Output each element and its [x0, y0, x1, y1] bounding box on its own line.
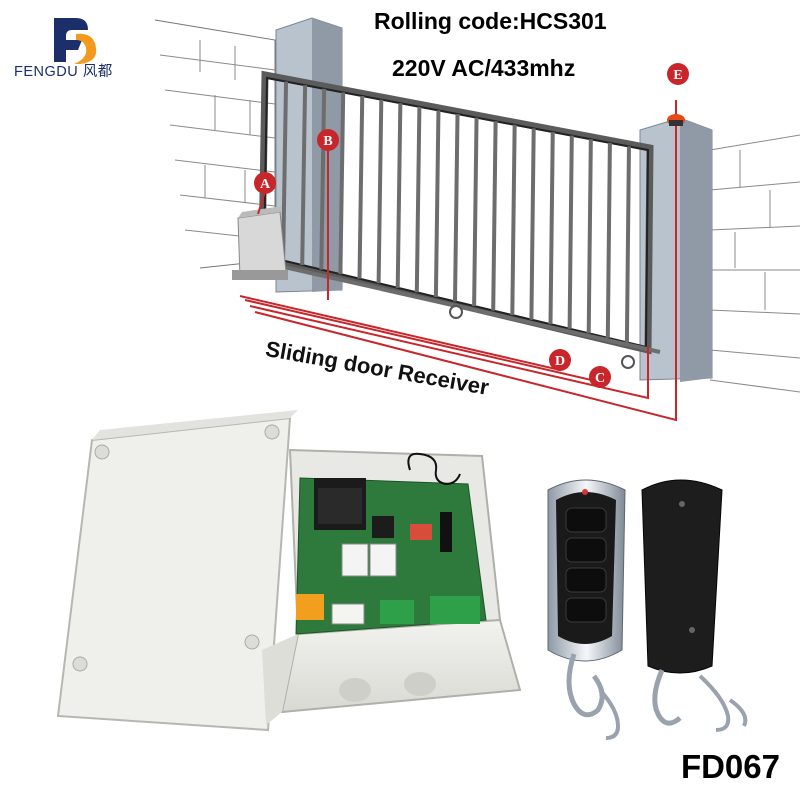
marker-b: B: [317, 129, 339, 151]
gate-bar: [338, 92, 346, 275]
gate-bar: [300, 85, 308, 266]
remote-back: [641, 479, 748, 732]
rolling-code-headline: Rolling code:HCS301: [374, 8, 607, 34]
gate-bar: [433, 110, 441, 297]
gate-bar: [376, 99, 384, 284]
marker-c: C: [589, 366, 611, 388]
right-brick-wall: [709, 134, 800, 393]
warning-lamp: [667, 114, 685, 126]
gate-bar: [586, 139, 593, 334]
gate-bar: [624, 146, 631, 343]
gate-bar: [319, 88, 327, 270]
brand-name: FENGDU 风都: [14, 64, 113, 80]
brand-logo: [54, 18, 97, 64]
gate-motor: [232, 206, 288, 280]
svg-text:A: A: [260, 177, 271, 192]
gate-bar: [529, 128, 536, 320]
gate-bar: [510, 124, 517, 316]
receiver-pcb: [295, 477, 487, 635]
marker-a: A: [254, 172, 276, 194]
gate-bar: [567, 135, 574, 329]
gate-bar: [357, 95, 365, 279]
antenna-coil: [407, 452, 461, 486]
gate-bar: [605, 142, 612, 338]
marker-e: E: [667, 63, 689, 85]
gate-wheels: [449, 305, 635, 369]
svg-text:C: C: [595, 371, 605, 386]
gate-bar: [548, 131, 555, 325]
gate-bar: [414, 106, 422, 293]
receiver-lid: [56, 410, 298, 732]
model-number: FD067: [680, 748, 780, 785]
gate-bar: [395, 103, 403, 288]
remote-front: [547, 479, 626, 740]
marker-d: D: [549, 349, 571, 371]
gate-bar: [491, 121, 498, 311]
gate-bar: [281, 81, 289, 261]
svg-text:B: B: [323, 134, 332, 149]
gate-bar: [472, 117, 479, 307]
svg-text:D: D: [555, 354, 565, 369]
voltage-frequency-headline: 220V AC/433mhz: [392, 55, 576, 81]
gate-bar: [453, 113, 460, 302]
svg-text:E: E: [673, 68, 682, 83]
gate-diagram: A B C D E: [154, 17, 800, 422]
